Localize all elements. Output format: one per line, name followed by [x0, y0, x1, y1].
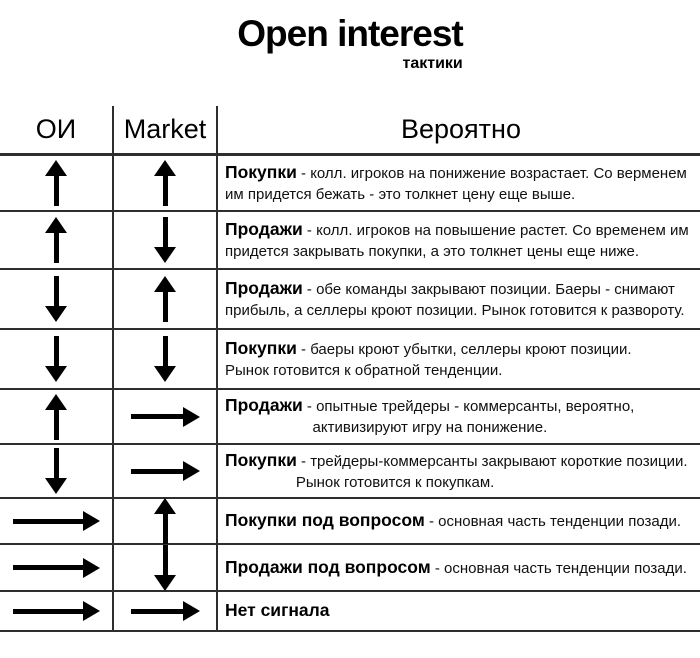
row-description: Нет сигнала: [225, 599, 330, 623]
oi-arrow-icon: [12, 557, 100, 578]
table-row: Покупки - колл. игроков на понижение воз…: [0, 156, 700, 212]
oi-arrow-icon: [45, 448, 67, 494]
market-arrow-icon: [154, 544, 176, 591]
row-description: Покупки - баеры кроют убытки, селлеры кр…: [225, 337, 632, 381]
market-arrow-cell: [114, 330, 218, 388]
oi-arrow-icon: [12, 511, 100, 531]
market-arrow-icon: [130, 601, 200, 621]
probably-cell: Продажи - колл. игроков на повышение рас…: [218, 212, 700, 268]
row-rest: - колл. игроков на понижение возрастает.…: [225, 164, 687, 203]
market-arrow-cell: [114, 445, 218, 497]
title-block: Open interest тактики: [237, 14, 463, 73]
probably-cell: Нет сигнала: [218, 592, 700, 630]
table-header-row: ОИ Market Вероятно: [0, 106, 700, 156]
row-description: Продажи под вопросом - основная часть те…: [225, 556, 687, 580]
market-arrow-cell: [114, 498, 218, 544]
page-title: Open interest: [237, 13, 463, 54]
oi-arrow-icon: [45, 217, 67, 263]
probably-cell: Продажи - обе команды закрывают позиции.…: [218, 270, 700, 328]
row-rest: - колл. игроков на повышение растет. Со …: [225, 221, 689, 260]
oi-arrow-cell: [0, 592, 114, 630]
probably-cell: Покупки - колл. игроков на понижение воз…: [218, 156, 700, 210]
oi-arrow-cell: [0, 390, 114, 443]
oi-arrow-icon: [45, 336, 67, 382]
row-rest: - баеры кроют убытки, селлеры кроют пози…: [225, 340, 632, 379]
oi-arrow-cell: [0, 212, 114, 268]
row-description: Покупки - трейдеры-коммерсанты закрывают…: [225, 449, 688, 493]
row-lead: Покупки: [225, 161, 297, 182]
row-description: Продажи - обе команды закрывают позиции.…: [225, 277, 685, 321]
oi-arrow-cell: [0, 330, 114, 388]
table-row: Продажи - опытные трейдеры - коммерсанты…: [0, 390, 700, 445]
row-rest: - обе команды закрывают позиции. Баеры -…: [225, 280, 685, 319]
table-row: Продажи - обе команды закрывают позиции.…: [0, 270, 700, 330]
market-arrow-cell: [114, 592, 218, 630]
page: Open interest тактики ОИ Market Вероятно…: [0, 14, 700, 658]
row-rest: - трейдеры-коммерсанты закрывают коротки…: [295, 452, 688, 491]
market-arrow-icon: [154, 217, 176, 263]
market-arrow-icon: [154, 498, 176, 544]
table-row: Покупки - баеры кроют убытки, селлеры кр…: [0, 330, 700, 390]
row-description: Покупки под вопросом - основная часть те…: [225, 509, 681, 533]
row-rest: - опытные трейдеры - коммерсанты, вероят…: [306, 398, 635, 437]
probably-cell: Продажи под вопросом - основная часть те…: [218, 545, 700, 590]
oi-arrow-cell: [0, 545, 114, 590]
oi-arrow-icon: [12, 601, 100, 621]
market-arrow-cell: [114, 544, 218, 591]
row-lead: Продажи: [225, 218, 303, 239]
probably-cell: Покупки - баеры кроют убытки, селлеры кр…: [218, 330, 700, 388]
row-lead: Покупки: [225, 337, 297, 358]
row-rest: - основная часть тенденции позади.: [430, 559, 687, 577]
row-description: Продажи - опытные трейдеры - коммерсанты…: [225, 394, 634, 438]
oi-arrow-icon: [45, 393, 67, 440]
page-subtitle: тактики: [402, 55, 463, 72]
market-arrow-icon: [130, 406, 200, 427]
row-description: Покупки - колл. игроков на понижение воз…: [225, 161, 687, 205]
oi-arrow-cell: [0, 270, 114, 328]
column-header-oi: ОИ: [0, 106, 114, 153]
probably-cell: Покупки под вопросом - основная часть те…: [218, 499, 700, 543]
market-arrow-icon: [154, 336, 176, 382]
table-row: Продажи под вопросом - основная часть те…: [0, 544, 700, 592]
market-arrow-icon: [154, 276, 176, 322]
probably-cell: Покупки - трейдеры-коммерсанты закрывают…: [218, 445, 700, 497]
row-description: Продажи - колл. игроков на повышение рас…: [225, 218, 689, 262]
oi-arrow-cell: [0, 156, 114, 210]
open-interest-table: ОИ Market Вероятно Покупки - колл. игрок…: [0, 106, 700, 632]
row-lead: Покупки: [225, 449, 297, 470]
column-header-market: Market: [114, 106, 218, 153]
row-rest: - основная часть тенденции позади.: [424, 513, 682, 531]
probably-cell: Продажи - опытные трейдеры - коммерсанты…: [218, 390, 700, 443]
market-arrow-cell: [114, 270, 218, 328]
table-row: Продажи - колл. игроков на повышение рас…: [0, 212, 700, 270]
row-lead: Нет сигнала: [225, 600, 330, 621]
oi-arrow-icon: [45, 160, 67, 206]
row-lead: Продажи: [225, 395, 303, 416]
column-header-probably: Вероятно: [401, 114, 521, 144]
market-arrow-icon: [154, 160, 176, 206]
market-arrow-icon: [130, 461, 200, 481]
row-lead: Продажи: [225, 277, 303, 298]
table-row: Покупки под вопросом - основная часть те…: [0, 498, 700, 545]
table-row: Нет сигнала: [0, 592, 700, 632]
market-arrow-cell: [114, 156, 218, 210]
row-lead: Продажи под вопросом: [225, 556, 431, 577]
oi-arrow-cell: [0, 445, 114, 497]
row-lead: Покупки под вопросом: [225, 510, 425, 531]
oi-arrow-icon: [45, 276, 67, 322]
oi-arrow-cell: [0, 499, 114, 543]
market-arrow-cell: [114, 390, 218, 443]
table-row: Покупки - трейдеры-коммерсанты закрывают…: [0, 445, 700, 499]
market-arrow-cell: [114, 212, 218, 268]
